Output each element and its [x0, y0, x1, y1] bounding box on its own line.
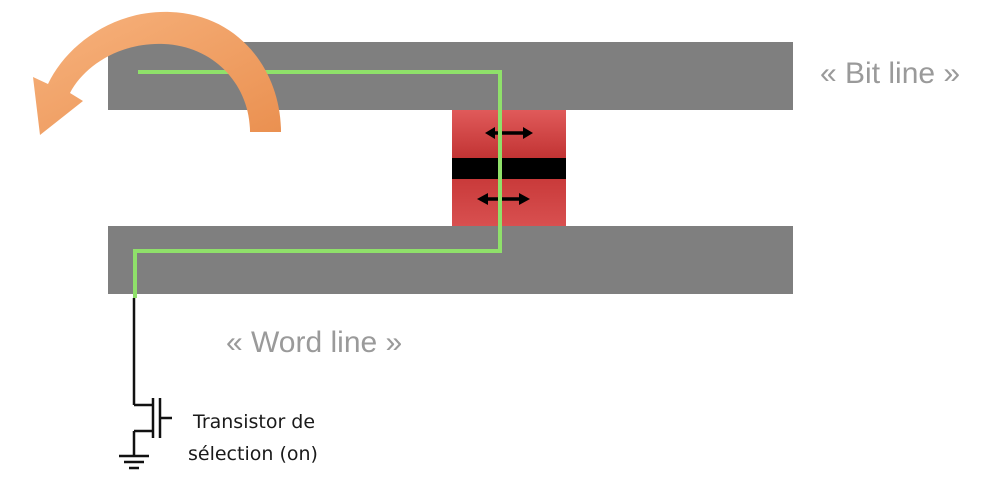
bit-line-label: « Bit line »	[820, 57, 960, 90]
word-line-bar	[108, 226, 793, 294]
double-arrow-icon	[477, 193, 530, 205]
curved-arrow-icon	[33, 11, 281, 135]
reference-layer	[452, 179, 566, 226]
magnetic-tunnel-junction	[452, 110, 566, 226]
transistor-label-line1: Transistor de	[192, 411, 315, 433]
ground-icon	[119, 454, 149, 470]
current-path	[133, 70, 502, 298]
word-line-label: « Word line »	[226, 326, 402, 359]
selection-transistor	[132, 298, 172, 455]
tunnel-barrier	[452, 158, 566, 179]
transistor-label-line2: sélection (on)	[188, 443, 318, 465]
